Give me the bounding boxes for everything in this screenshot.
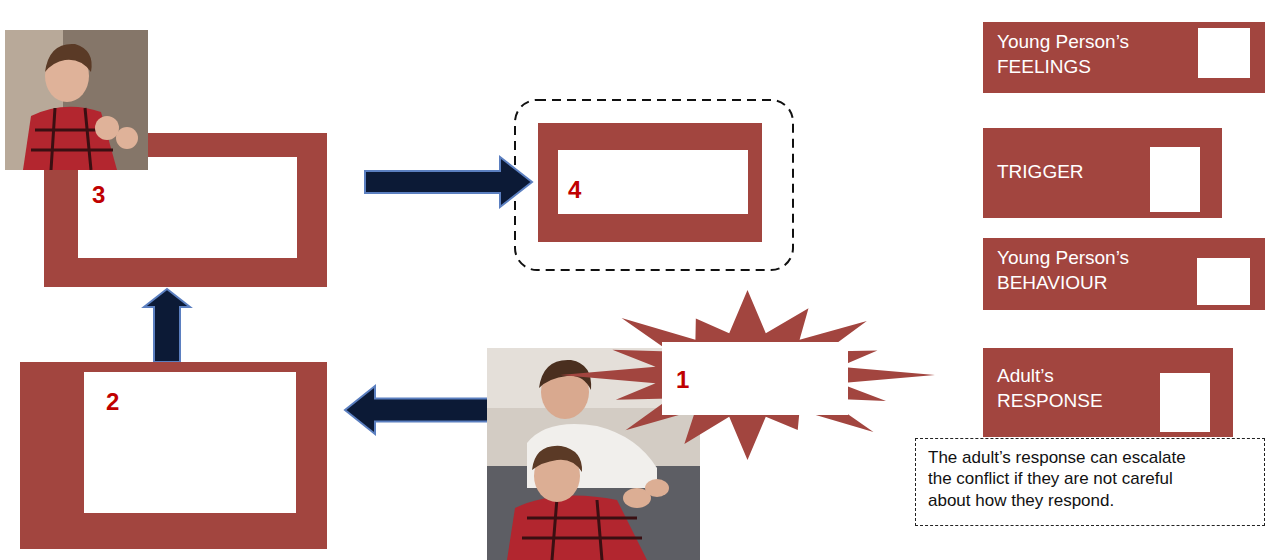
category-label: Young Person’s FEELINGS [997,30,1177,79]
photo-illustration [5,30,148,170]
flow-arrow [144,289,190,362]
step-box: 2 [20,362,327,549]
trigger-burst: 1 [560,290,935,460]
starburst-outline [560,290,935,460]
note-text: The adult’s response can escalate the co… [928,447,1200,511]
callout-number: 3 [92,183,105,207]
note-box: The adult’s response can escalate the co… [915,438,1265,526]
answer-field: 2 [84,372,296,513]
category-tag: Adult’s RESPONSE [983,348,1233,437]
category-tag: Young Person’s FEELINGS [983,22,1265,93]
flow-arrow [365,157,532,207]
answer-square [1160,373,1210,432]
answer-square [1150,147,1200,212]
category-label: Young Person’s BEHAVIOUR [997,246,1177,295]
category-tag: TRIGGER [983,128,1222,218]
callout-number: 1 [676,368,689,392]
callout-number: 2 [106,390,119,414]
answer-field: 3 [78,157,297,258]
category-tag: Young Person’s BEHAVIOUR [983,238,1265,310]
answer-square [1198,28,1250,78]
category-label: Adult’s RESPONSE [997,364,1137,413]
answer-field: 4 [558,150,748,214]
step-box: 4 [538,123,762,242]
callout-number: 4 [568,178,581,202]
category-label: TRIGGER [997,160,1137,185]
dashed-highlight [515,100,793,270]
answer-square [1197,258,1250,305]
answer-field: 1 [662,342,848,415]
